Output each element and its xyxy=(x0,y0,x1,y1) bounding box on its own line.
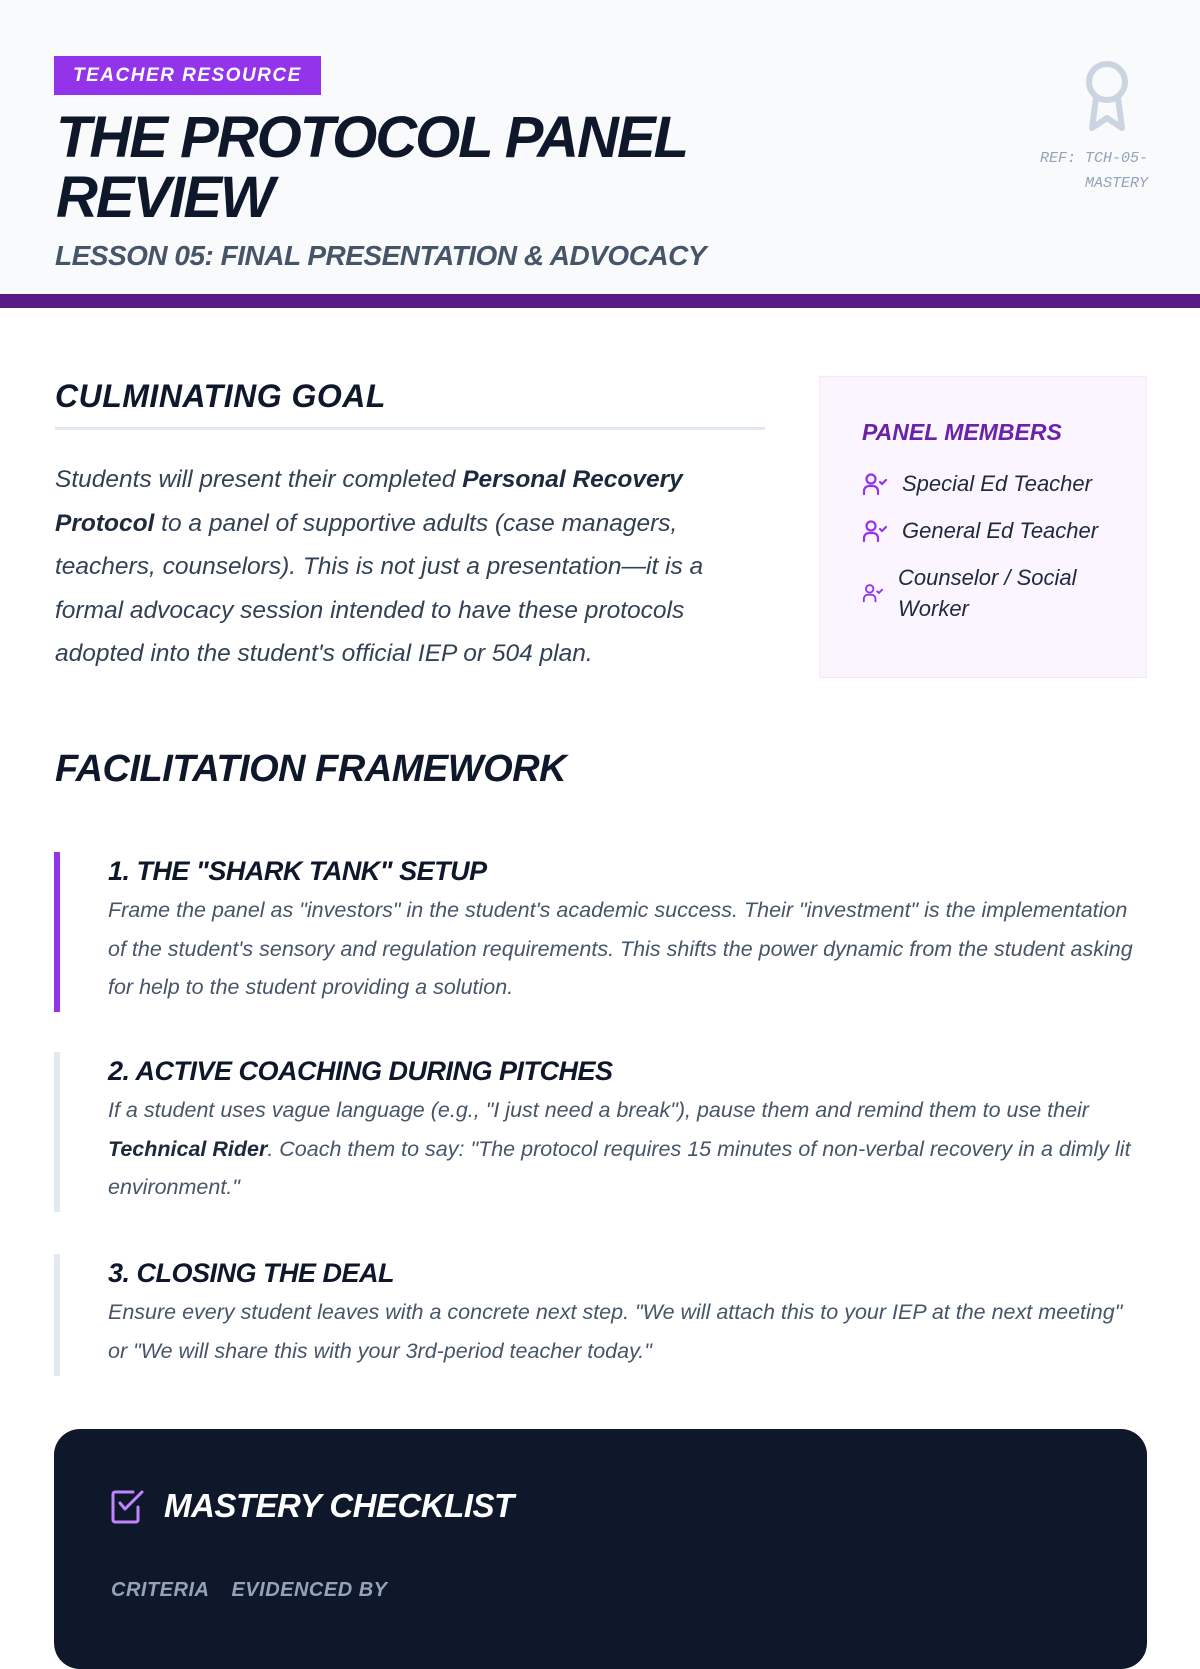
panel-member: Special Ed Teacher xyxy=(862,468,1112,499)
panel-member: General Ed Teacher xyxy=(862,515,1112,546)
panel-members-heading: PANEL MEMBERS xyxy=(862,419,1062,445)
panel-member: Counselor / Social Worker xyxy=(862,562,1102,624)
column-header: CRITERIA xyxy=(111,1579,210,1601)
culminating-goal-text: Students will present their completed Pe… xyxy=(55,458,765,676)
step-text-part: . Coach them to say: "The protocol requi… xyxy=(108,1136,1131,1200)
panel-members-box: PANEL MEMBERS Special Ed Teacher General… xyxy=(819,376,1147,678)
user-check-icon xyxy=(862,472,888,495)
panel-member-label: Special Ed Teacher xyxy=(902,471,1092,496)
user-check-icon xyxy=(862,584,884,603)
page-title: THE PROTOCOL PANEL REVIEW xyxy=(56,105,688,230)
goal-text-bold: Personal Recovery Protocol xyxy=(55,466,683,537)
framework-step: 3. CLOSING THE DEAL Ensure every student… xyxy=(54,1254,1147,1376)
award-icon xyxy=(1086,61,1128,131)
checkbox-checked-icon xyxy=(111,1490,144,1524)
column-header: EVIDENCED BY xyxy=(231,1579,388,1601)
facilitation-framework-heading: FACILITATION FRAMEWORK xyxy=(55,748,567,790)
checklist-columns: CRITERIA EVIDENCED BY xyxy=(111,1579,409,1602)
goal-text-part: Students will present their completed xyxy=(55,466,463,493)
step-title: 1. THE "SHARK TANK" SETUP xyxy=(108,856,487,886)
teacher-resource-tag: TEACHER RESOURCE xyxy=(54,56,321,95)
lesson-subtitle: LESSON 05: FINAL PRESENTATION & ADVOCACY xyxy=(55,240,707,271)
reference-code: REF: TCH-05-MASTERY xyxy=(1039,150,1148,192)
culminating-goal-heading: CULMINATING GOAL xyxy=(55,378,765,430)
goal-text-part: to a panel of supportive adults (case ma… xyxy=(55,509,704,668)
user-check-icon xyxy=(862,519,888,542)
mastery-checklist-heading: MASTERY CHECKLIST xyxy=(164,1487,514,1524)
step-text-part: If a student uses vague language (e.g., … xyxy=(108,1098,1089,1122)
step-text: Frame the panel as "investors" in the st… xyxy=(108,898,1133,999)
panel-member-label: General Ed Teacher xyxy=(902,518,1099,543)
step-text-bold: Technical Rider xyxy=(108,1136,268,1161)
panel-member-label: Counselor / Social Worker xyxy=(898,565,1077,621)
step-title: 3. CLOSING THE DEAL xyxy=(108,1258,395,1288)
framework-step: 1. THE "SHARK TANK" SETUP Frame the pane… xyxy=(54,852,1147,1012)
mastery-checklist-card: MASTERY CHECKLIST CRITERIA EVIDENCED BY xyxy=(54,1429,1147,1669)
step-title: 2. ACTIVE COACHING DURING PITCHES xyxy=(108,1056,613,1086)
framework-step: 2. ACTIVE COACHING DURING PITCHES If a s… xyxy=(54,1052,1147,1212)
step-text: If a student uses vague language (e.g., … xyxy=(108,1091,1147,1207)
page-header: TEACHER RESOURCE THE PROTOCOL PANEL REVI… xyxy=(0,0,1200,308)
step-text: Ensure every student leaves with a concr… xyxy=(108,1300,1123,1363)
